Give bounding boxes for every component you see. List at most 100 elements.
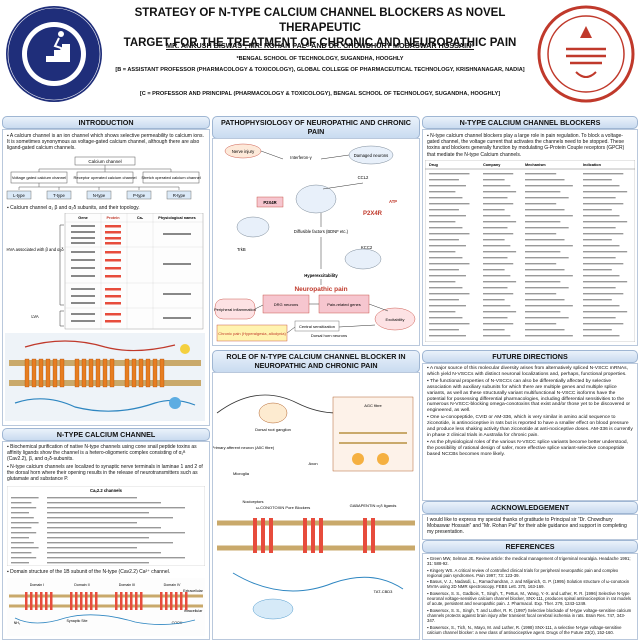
table-text-line xyxy=(47,527,161,529)
table-text-line xyxy=(47,522,137,524)
table-text-line xyxy=(47,497,137,499)
table-text-line xyxy=(429,317,463,319)
table-text-line xyxy=(47,562,149,564)
tree-root: Calcium channel xyxy=(88,159,121,164)
patho-interferon: Interferon-γ xyxy=(290,155,312,160)
table-text-line xyxy=(429,191,456,193)
blockers-drug-table: Drug Company Mechanism Indication xyxy=(425,160,635,342)
table-text-line xyxy=(47,537,149,539)
table-text-line xyxy=(525,233,557,235)
subunit-header-gene: Gene xyxy=(78,216,88,220)
table-text-line xyxy=(525,215,573,217)
table-text-line xyxy=(429,269,459,271)
references-list: Green MW, Selman JE. Review article: the… xyxy=(427,556,633,636)
table-text-line xyxy=(525,239,565,241)
domain-i: Domain I xyxy=(30,583,44,587)
patho-atp: ATP xyxy=(389,199,397,204)
future-bullets: A major source of this molecular diversi… xyxy=(427,366,633,459)
table-text-line xyxy=(11,537,29,539)
tree-n-type: N-type xyxy=(93,193,106,198)
table-text-line xyxy=(525,287,569,289)
drug-header-mechanism: Mechanism xyxy=(525,163,546,167)
table-text-line xyxy=(11,507,37,509)
table-text-line xyxy=(429,275,466,277)
table-text-line xyxy=(525,305,573,307)
table-text-line xyxy=(583,221,628,223)
intro-text-2: Calcium channel α₁ β and α₂δ subunits, a… xyxy=(7,205,205,211)
table-text-line xyxy=(525,221,561,223)
table-text-line xyxy=(583,179,612,181)
intro-text-1: A calcium channel is an ion channel whic… xyxy=(7,133,205,152)
subunit-topology-diagram xyxy=(5,333,205,421)
table-text-line xyxy=(583,281,628,283)
ntype-text-1: Biochemical purification of native N-typ… xyxy=(7,444,205,463)
table-text-line xyxy=(525,311,561,313)
drug-header-company: Company xyxy=(483,163,501,167)
table-text-line xyxy=(583,335,620,337)
header: STRATEGY OF N-TYPE CALCIUM CHANNEL BLOCK… xyxy=(0,0,640,112)
ntype-text-3: Domain structure of the 1B subunit of th… xyxy=(7,569,205,575)
table-text-line xyxy=(429,209,459,211)
table-text-line xyxy=(483,257,508,259)
tree-l-type: L-type xyxy=(13,193,25,198)
lva-label: LVA xyxy=(31,314,38,319)
table-text-line xyxy=(429,251,456,253)
blockers-paragraph: N-type calcium channel blockers play a l… xyxy=(427,133,633,159)
table-text-line xyxy=(525,317,569,319)
table-text-line xyxy=(525,263,557,265)
table-text-line xyxy=(47,532,185,534)
role-panel: Dorsal root ganglion Primary afferent ne… xyxy=(212,372,420,640)
table-text-line xyxy=(11,557,37,559)
patho-damaged-neurons: Damaged neurons xyxy=(354,153,388,158)
patho-excitability: Excitability xyxy=(386,317,405,322)
acknowledgement-text: I would like to express my special thank… xyxy=(427,517,627,536)
table-text-line xyxy=(583,305,620,307)
reference-6: Bowersox, S., Tich, N., Mayo, M. and Lut… xyxy=(427,625,633,635)
section-title-future: FUTURE DIRECTIONS xyxy=(422,350,638,363)
cav22-properties-table: Caᵥ2.2 channels xyxy=(7,486,205,566)
table-text-line xyxy=(483,281,517,283)
table-text-line xyxy=(483,317,508,319)
tree-t-type: T-type xyxy=(53,193,65,198)
blockers-panel: N-type calcium channel blockers play a l… xyxy=(422,129,638,346)
role-conotoxin: ω-CONOTOXIN Pore Blockers xyxy=(256,505,311,510)
section-title-references: REFERENCES xyxy=(422,540,638,553)
table-text-line xyxy=(429,197,463,199)
table-text-line xyxy=(583,227,616,229)
role-agc-fibre: AGC fibre xyxy=(364,403,382,408)
table-text-line xyxy=(583,203,624,205)
table-text-line xyxy=(525,299,565,301)
table-text-line xyxy=(483,239,505,241)
table-text-line xyxy=(483,263,514,265)
table-text-line xyxy=(483,245,511,247)
patho-peripheral-inflammation: Peripheral inflammation xyxy=(214,307,256,312)
patho-diffusible-factors: Diffusible factors (BDNF etc.) xyxy=(294,229,349,234)
table-text-line xyxy=(525,335,573,337)
subunit-header-protein: Protein xyxy=(106,216,120,220)
table-text-line xyxy=(429,329,459,331)
table-text-line xyxy=(11,497,39,499)
table-text-line xyxy=(429,281,456,283)
role-diagram: Dorsal root ganglion Primary afferent ne… xyxy=(212,373,419,639)
affiliation-2: [B = ASSISTANT PROFESSOR (PHARMACOLOGY &… xyxy=(115,67,525,73)
table-text-line xyxy=(583,269,612,271)
table-text-line xyxy=(483,221,517,223)
table-text-line xyxy=(583,233,624,235)
section-title-introduction: INTRODUCTION xyxy=(2,116,210,129)
table-text-line xyxy=(483,203,514,205)
tree-r-type: R-type xyxy=(173,193,186,198)
table-text-line xyxy=(525,197,569,199)
table-text-line xyxy=(583,173,624,175)
university-logo-right xyxy=(536,4,636,104)
table-text-line xyxy=(11,517,34,519)
reference-4: Bowersox, S. S., Gadbois, T., Singh, T.,… xyxy=(427,591,633,606)
tree-receptor-operated: Receptor operated calcium channel xyxy=(74,175,137,180)
table-text-line xyxy=(483,179,505,181)
table-text-line xyxy=(11,532,37,534)
patho-hyperexcitability: Hyperexcitability xyxy=(304,273,338,278)
calcium-channel-subunit-table: Gene Protein Caᵥ Physiological names xyxy=(6,213,204,330)
label-cooh: COOH xyxy=(172,621,183,625)
table-text-line xyxy=(429,305,466,307)
table-text-line xyxy=(483,269,505,271)
